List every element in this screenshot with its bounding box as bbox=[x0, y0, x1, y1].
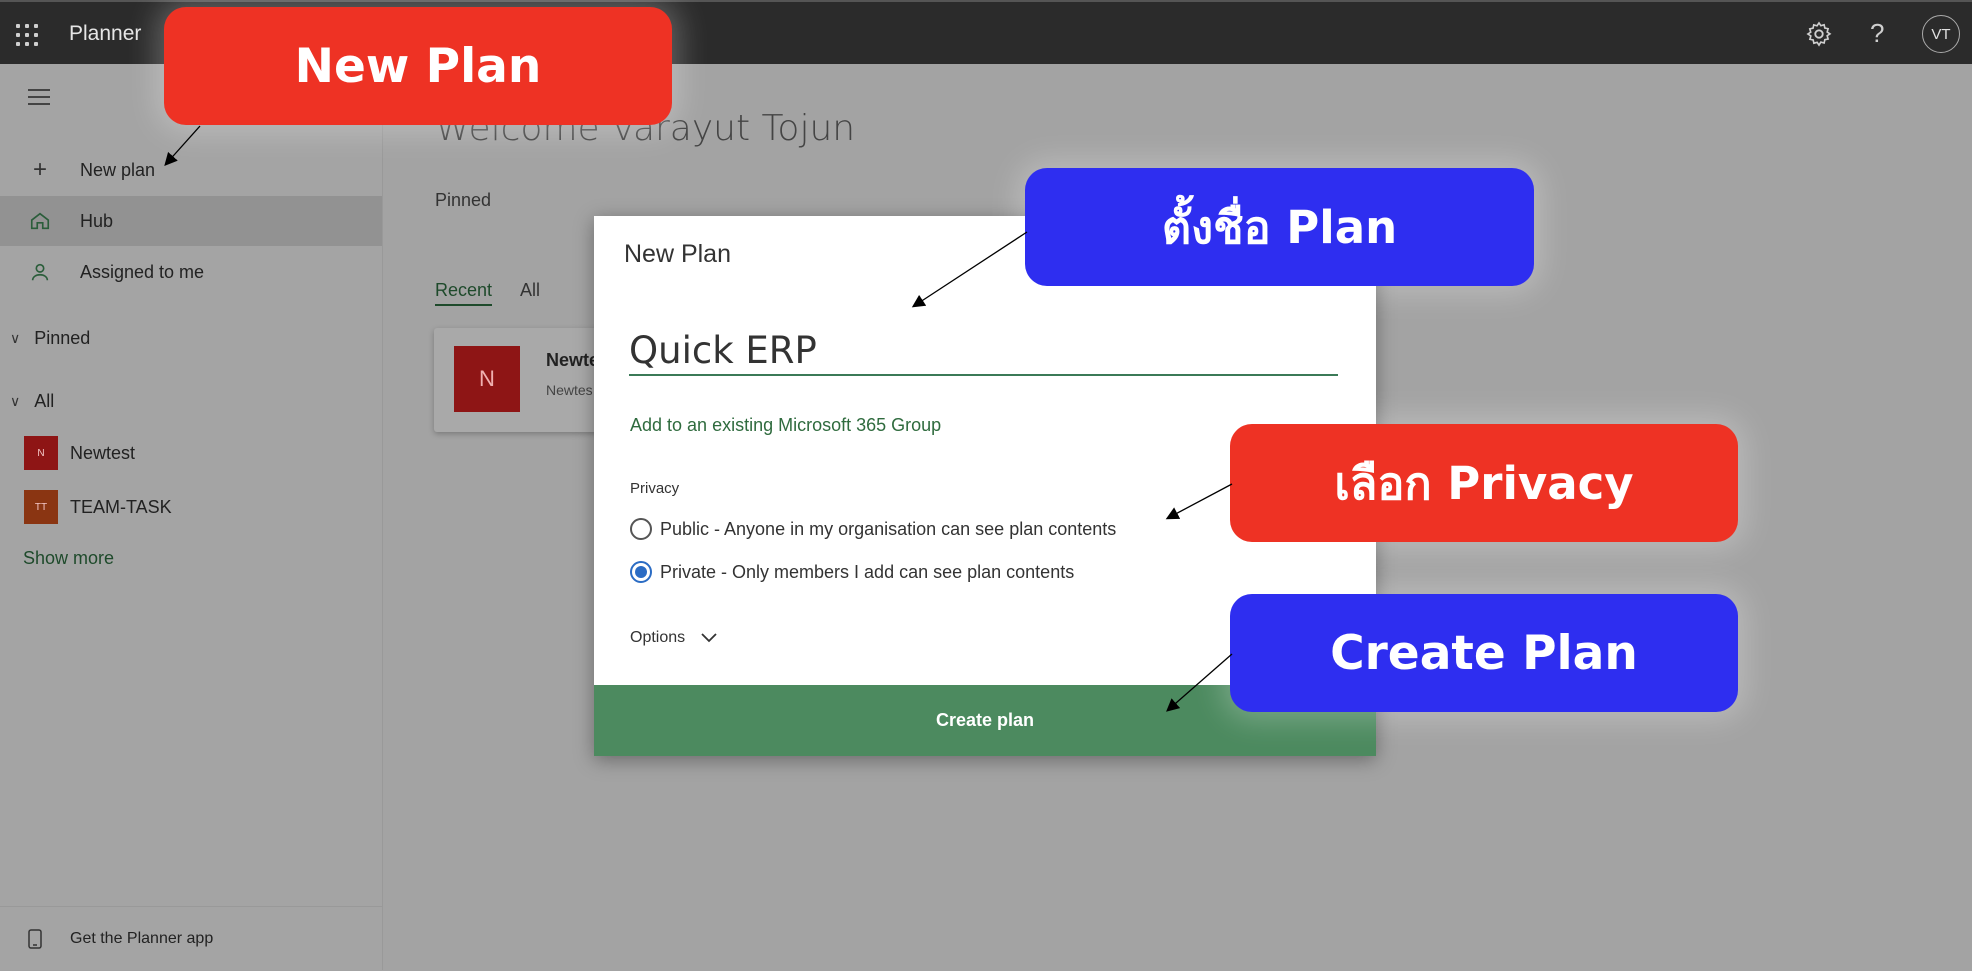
plan-card[interactable]: N Newte Newtes bbox=[434, 328, 614, 432]
callout-name-plan: ตั้งชื่อ Plan bbox=[1025, 168, 1534, 286]
chevron-down-icon: ∨ bbox=[10, 330, 21, 346]
privacy-option-private[interactable]: Private - Only members I add can see pla… bbox=[630, 561, 1074, 583]
chevron-down-icon bbox=[701, 633, 717, 643]
chevron-down-icon: ∨ bbox=[10, 393, 21, 409]
sidebar-item-hub[interactable]: Hub bbox=[0, 196, 382, 246]
callout-create-plan: Create Plan bbox=[1230, 594, 1738, 712]
app-name[interactable]: Planner bbox=[69, 22, 142, 45]
tab-recent[interactable]: Recent bbox=[435, 280, 493, 306]
plan-name-input[interactable] bbox=[629, 326, 1338, 376]
privacy-option-public[interactable]: Public - Anyone in my organisation can s… bbox=[630, 518, 1116, 540]
radio-public[interactable] bbox=[630, 518, 652, 540]
sidebar-item-label: Assigned to me bbox=[80, 261, 205, 282]
privacy-label: Privacy bbox=[630, 480, 680, 497]
show-more-link[interactable]: Show more bbox=[23, 548, 115, 568]
sidebar-item-label: Hub bbox=[80, 210, 114, 231]
section-all[interactable]: ∨ All bbox=[10, 391, 55, 411]
section-pinned[interactable]: ∨ Pinned bbox=[10, 328, 91, 348]
sidebar-plan-team-task[interactable]: TT TEAM-TASK bbox=[24, 490, 172, 524]
plan-avatar: N bbox=[454, 346, 520, 412]
plan-avatar: TT bbox=[24, 490, 58, 524]
options-toggle[interactable]: Options bbox=[630, 629, 717, 647]
help-icon[interactable]: ? bbox=[1870, 18, 1885, 48]
person-icon bbox=[0, 261, 80, 283]
app-launcher-icon[interactable] bbox=[16, 24, 38, 46]
phone-icon bbox=[0, 929, 70, 949]
callout-privacy: เลือก Privacy bbox=[1230, 424, 1738, 542]
pinned-heading: Pinned bbox=[435, 190, 492, 210]
hamburger-menu-icon[interactable] bbox=[28, 89, 50, 105]
dialog-title: New Plan bbox=[624, 240, 731, 268]
plan-card-title: Newte bbox=[546, 350, 600, 370]
sidebar-item-new-plan[interactable]: + New plan bbox=[0, 145, 382, 195]
radio-private[interactable] bbox=[630, 561, 652, 583]
tab-all[interactable]: All bbox=[520, 280, 541, 300]
plus-icon: + bbox=[32, 156, 47, 183]
add-to-group-link[interactable]: Add to an existing Microsoft 365 Group bbox=[630, 415, 942, 435]
gear-icon[interactable] bbox=[1805, 20, 1833, 48]
sidebar-item-assigned[interactable]: Assigned to me bbox=[0, 247, 382, 297]
get-app-link[interactable]: Get the Planner app bbox=[0, 906, 382, 971]
plan-avatar: N bbox=[24, 436, 58, 470]
callout-new-plan: New Plan bbox=[164, 7, 672, 125]
plan-card-subtitle: Newtes bbox=[546, 382, 593, 398]
user-avatar[interactable]: VT bbox=[1922, 15, 1960, 53]
sidebar-item-label: New plan bbox=[80, 159, 156, 180]
home-icon bbox=[0, 210, 80, 232]
sidebar-plan-newtest[interactable]: N Newtest bbox=[24, 436, 135, 470]
